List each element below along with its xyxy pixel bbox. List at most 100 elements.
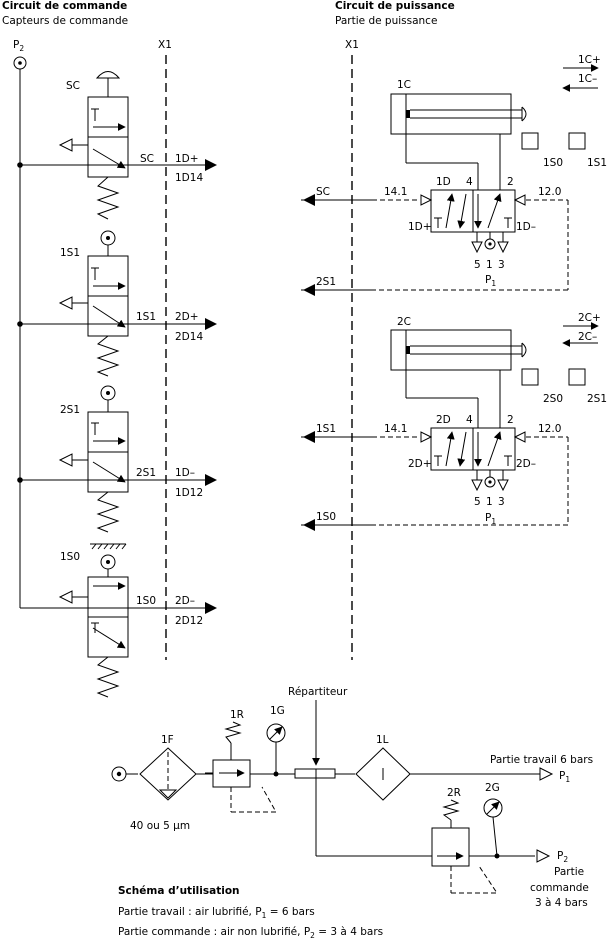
exhaust-icon <box>471 479 483 492</box>
input-14-1: 14.1 <box>384 423 407 435</box>
input-14-1: 14.1 <box>384 186 407 198</box>
cylinder-1c-label: 1C <box>397 79 411 91</box>
cylinder-2c-plus: 2C+ <box>578 312 601 324</box>
valve-2d-right-pilot: 2D– <box>516 458 536 470</box>
cylinder-2c-label: 2C <box>397 316 411 328</box>
port-2: 2 <box>507 414 514 426</box>
regulator-label: 1R <box>230 709 244 721</box>
input-12-0: 12.0 <box>538 423 561 435</box>
header-right: Circuit de puissance Partie de puissance <box>335 0 455 27</box>
distributor <box>294 768 336 779</box>
sensor-1s1-name: 1S1 <box>60 247 80 259</box>
sensor-1s1-out-bottom: 2D14 <box>175 331 203 343</box>
port-3: 3 <box>498 496 505 508</box>
port-1: 1 <box>486 259 493 271</box>
spring-icon <box>96 491 120 533</box>
usage-diagram: 1F 40 ou 5 µm 1R 1G Répartiteur 1L <box>111 686 593 909</box>
port-2: 2 <box>507 176 514 188</box>
port-1: 1 <box>486 496 493 508</box>
spring-icon <box>442 799 460 821</box>
sensor-2s1-out-bottom: 1D12 <box>175 487 203 499</box>
sensor-1s1-out-top: 2D+ <box>175 311 199 323</box>
limit-switch-1s0 <box>521 132 539 150</box>
sensor-1s0-line-label: 1S0 <box>136 595 156 607</box>
sensor-2s1-name: 2S1 <box>60 404 80 416</box>
output-1-label: Partie travail 6 bars <box>490 754 593 766</box>
right-title: Circuit de puissance <box>335 0 455 12</box>
exhaust-icon <box>471 241 483 254</box>
cylinder-1c-minus: 1C– <box>578 73 597 85</box>
sensor-1s0-tag: 1S0 <box>543 157 563 169</box>
sensor-sc-line-label: SC <box>140 153 154 165</box>
axis-left: X1 <box>158 39 172 660</box>
valve-2d-label: 2D <box>436 414 451 426</box>
cylinder-2c-minus: 2C– <box>578 331 597 343</box>
output-2-line3: 3 à 4 bars <box>535 897 588 909</box>
push-button-icon <box>95 71 121 79</box>
input-1s1: 1S1 <box>316 423 336 435</box>
output-p1: P1 <box>559 770 570 784</box>
sensor-1s0: 1S0 1S0 2D– 2D12 <box>20 543 217 698</box>
p2-label: P2 <box>13 39 24 53</box>
filter-icon <box>139 747 197 801</box>
p2-supply: P2 <box>13 39 27 608</box>
lubricator-label: 1L <box>376 734 389 746</box>
port-4: 4 <box>466 176 473 188</box>
sensor-2s1-out-top: 1D– <box>175 467 195 479</box>
input-12-0: 12.0 <box>538 186 561 198</box>
sensor-1s1-tag: 1S1 <box>587 157 607 169</box>
supply-p1: P1 <box>485 512 496 526</box>
sensor-1s0-out-top: 2D– <box>175 595 195 607</box>
input-1s0: 1S0 <box>316 511 336 523</box>
limit-switch-1s1 <box>568 132 586 150</box>
sensor-2s1-tag: 2S1 <box>587 393 607 405</box>
regulator-2r-label: 2R <box>447 787 461 799</box>
valve-1d-left-pilot: 1D+ <box>408 221 432 233</box>
right-subtitle: Partie de puissance <box>335 15 437 27</box>
port-5: 5 <box>474 259 481 271</box>
left-subtitle: Capteurs de commande <box>2 15 128 27</box>
exhaust-icon <box>497 241 509 254</box>
spring-icon <box>224 721 242 744</box>
output-p2: P2 <box>557 850 568 864</box>
sensor-sc: SC SC 1D+ 1D14 <box>17 71 217 220</box>
regulator-2r <box>431 827 470 867</box>
spring-icon <box>96 656 120 698</box>
exhaust-icon <box>497 479 509 492</box>
legend: Schéma d’utilisation Partie travail : ai… <box>118 885 383 940</box>
sensor-2s1: 2S1 2S1 1D– 1D12 <box>17 385 217 533</box>
sensor-sc-out-bottom: 1D14 <box>175 172 203 184</box>
sensor-2s1-line-label: 2S1 <box>136 467 156 479</box>
power-unit-1: 1C 1C+ 1C– 1S0 1S1 4 2 1D 1D+ <box>301 54 607 296</box>
sensor-sc-out-top: 1D+ <box>175 153 199 165</box>
legend-line-2: Partie commande : air non lubrifié, P2 =… <box>118 926 383 940</box>
port-3: 3 <box>498 259 505 271</box>
input-sc: SC <box>316 186 330 198</box>
power-unit-2: 2C 2C+ 2C– 2S0 2S1 4 2 2D 2D+ <box>301 312 607 531</box>
axis-left-label: X1 <box>158 39 172 51</box>
axis-right: X1 <box>345 39 359 660</box>
output-2-line2: commande <box>530 882 589 894</box>
left-title: Circuit de commande <box>2 0 127 12</box>
valve-2d-left-pilot: 2D+ <box>408 458 432 470</box>
cylinder-1c-plus: 1C+ <box>578 54 601 66</box>
valve-1d-right-pilot: 1D– <box>516 221 536 233</box>
port-4: 4 <box>466 414 473 426</box>
cylinder-2c <box>390 329 512 371</box>
filter-label: 1F <box>161 734 174 746</box>
gauge-1g-label: 1G <box>270 705 285 717</box>
legend-line-1: Partie travail : air lubrifié, P1 = 6 ba… <box>118 906 315 920</box>
sensor-2s0-tag: 2S0 <box>543 393 563 405</box>
filter-note: 40 ou 5 µm <box>130 820 190 832</box>
sensor-1s0-name: 1S0 <box>60 551 80 563</box>
port-5: 5 <box>474 496 481 508</box>
sensor-1s1: 1S1 1S1 2D+ 2D14 <box>17 230 217 377</box>
supply-p1: P1 <box>485 274 496 288</box>
input-2s1: 2S1 <box>316 276 336 288</box>
cylinder-1c <box>390 93 512 135</box>
axis-right-label: X1 <box>345 39 359 51</box>
spring-icon <box>96 176 120 220</box>
header-left: Circuit de commande Capteurs de commande <box>2 0 128 27</box>
limit-switch-2s0 <box>521 368 539 386</box>
